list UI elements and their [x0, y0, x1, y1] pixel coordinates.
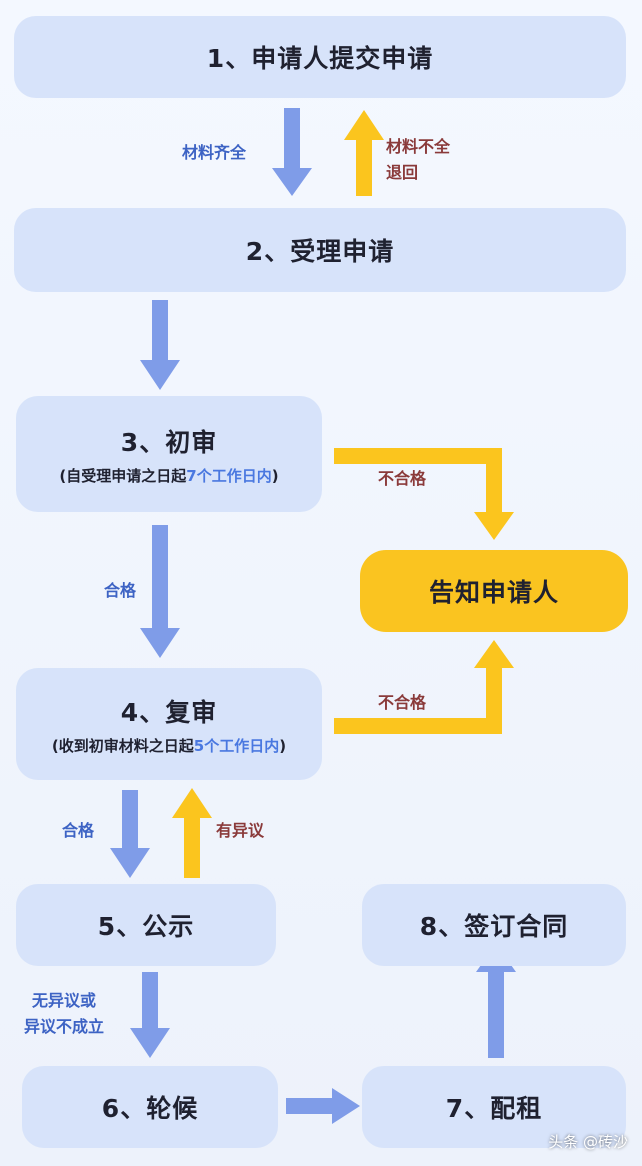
label-re-pass: 合格: [62, 821, 95, 840]
label-materials-complete: 材料齐全: [182, 143, 247, 162]
label-line: 退回: [386, 163, 419, 182]
node-title: 7、配租: [445, 1094, 543, 1123]
arrow-initial-to-re: [140, 525, 180, 658]
node-subtitle: (自受理申请之日起7个工作日内): [59, 466, 279, 485]
node-title: 6、轮候: [101, 1094, 199, 1123]
node-sign-contract: 8、签订合同: [362, 884, 626, 966]
arrow-re-to-publicity: [110, 790, 150, 878]
label-initial-fail: 不合格: [378, 469, 427, 488]
label-materials-incomplete: 材料不全 退回: [386, 134, 450, 186]
arrow-objection-up: [172, 788, 212, 878]
arrow-allocate-to-sign: [476, 944, 516, 1058]
node-submit-application: 1、申请人提交申请: [14, 16, 626, 98]
arrow-initial-to-notify: [334, 448, 514, 540]
label-initial-pass: 合格: [104, 581, 137, 600]
arrow-return-to-submit: [344, 110, 384, 196]
node-title: 告知申请人: [428, 578, 559, 607]
node-title: 3、初审: [120, 427, 218, 457]
label-line: 无异议或: [32, 991, 97, 1010]
label-objection: 有异议: [216, 821, 265, 840]
node-accept-application: 2、受理申请: [14, 208, 626, 292]
node-re-review: 4、复审 (收到初审材料之日起5个工作日内): [16, 668, 322, 780]
watermark: 头条 @砖沙: [548, 1133, 628, 1151]
arrow-waiting-to-allocate: [286, 1088, 360, 1124]
label-line: 材料不全: [386, 137, 451, 156]
node-title: 4、复审: [120, 697, 218, 727]
node-waiting: 6、轮候: [22, 1066, 278, 1148]
label-re-fail: 不合格: [378, 693, 427, 712]
node-title: 2、受理申请: [245, 237, 395, 266]
node-allocate-rent: 7、配租: [362, 1066, 626, 1148]
node-title: 8、签订合同: [419, 912, 569, 941]
arrow-accept-to-initial: [140, 300, 180, 390]
arrow-submit-to-accept: [272, 108, 312, 196]
node-title: 5、公示: [97, 912, 195, 941]
label-line: 异议不成立: [24, 1017, 105, 1036]
label-no-objection: 无异议或 异议不成立: [24, 988, 104, 1040]
arrow-publicity-to-waiting: [130, 972, 170, 1058]
arrow-re-to-notify: [334, 640, 514, 734]
node-initial-review: 3、初审 (自受理申请之日起7个工作日内): [16, 396, 322, 512]
node-notify-applicant: 告知申请人: [360, 550, 628, 632]
node-subtitle: (收到初审材料之日起5个工作日内): [51, 736, 287, 755]
node-title: 1、申请人提交申请: [206, 44, 434, 73]
node-publicity: 5、公示: [16, 884, 276, 966]
